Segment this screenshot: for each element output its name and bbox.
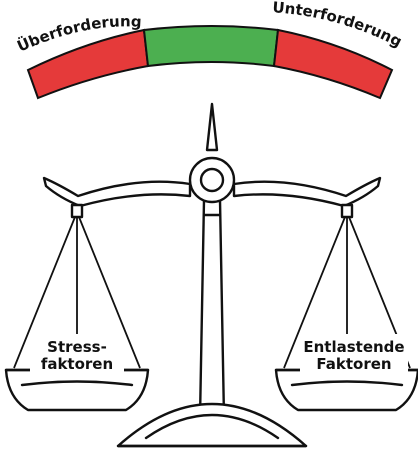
left-pan-label-line1: Stress- bbox=[47, 338, 107, 356]
scale-base bbox=[118, 404, 306, 446]
left-pan: Stress- faktoren bbox=[6, 334, 148, 410]
right-pan-label-line1: Entlastende bbox=[303, 338, 404, 356]
gauge-zone-balanced bbox=[144, 26, 278, 66]
left-pan-label-line2: faktoren bbox=[41, 355, 113, 373]
balance-scale: Stress- faktoren Entlastende Faktoren bbox=[6, 104, 418, 446]
gauge-zone-underload bbox=[274, 30, 392, 98]
scale-pointer bbox=[207, 104, 217, 150]
scale-column bbox=[200, 200, 224, 418]
load-gauge: Überforderung Unterforderung bbox=[14, 0, 405, 98]
right-pan-label-line2: Faktoren bbox=[316, 355, 391, 373]
scale-beam bbox=[44, 178, 190, 206]
right-pan: Entlastende Faktoren bbox=[276, 334, 418, 410]
